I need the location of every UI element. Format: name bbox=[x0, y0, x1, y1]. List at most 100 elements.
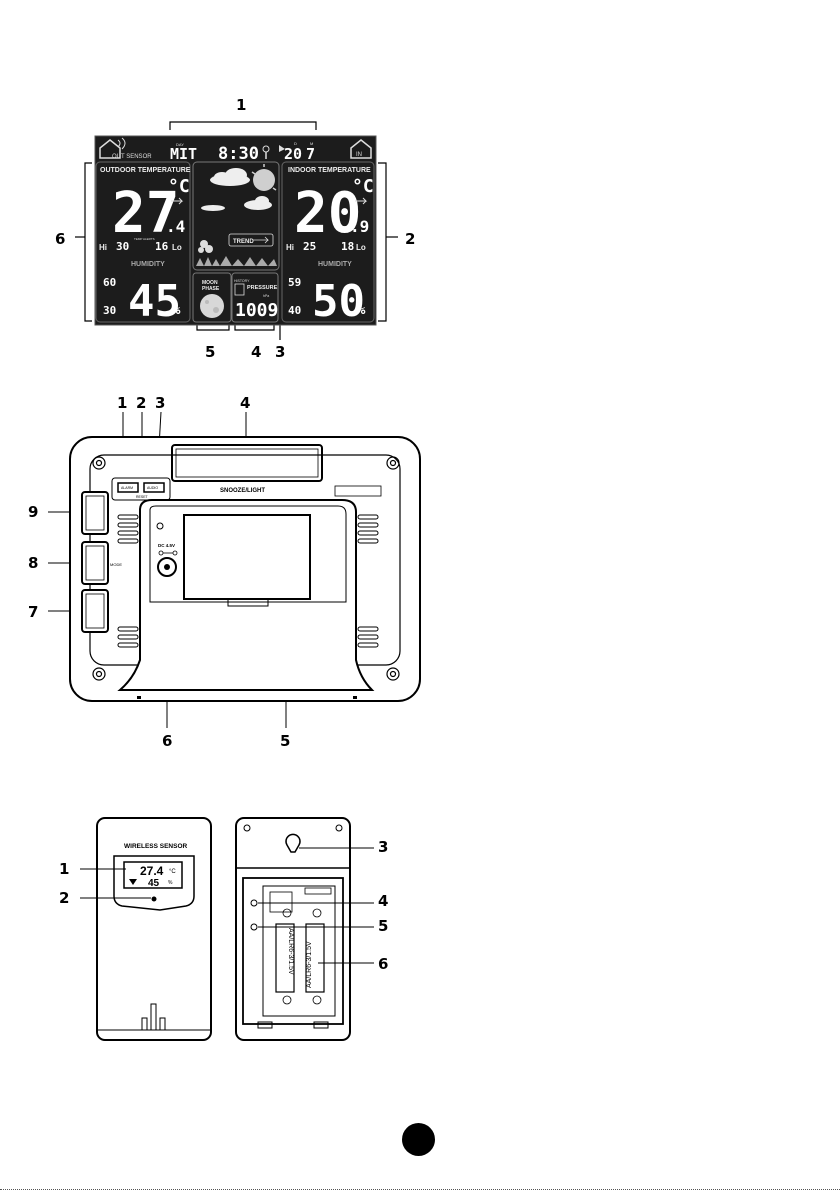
alarm-button bbox=[117, 482, 139, 493]
screw-icons bbox=[92, 456, 400, 681]
outdoor-temp-unit: °C bbox=[168, 176, 190, 197]
outdoor-humidity-label: HUMIDITY bbox=[131, 261, 165, 268]
moon-label-1: MOON bbox=[202, 280, 218, 286]
callout-back-8: 8 bbox=[28, 554, 39, 572]
alarm-audio-group bbox=[111, 477, 171, 501]
page-bottom-edge bbox=[0, 1189, 840, 1190]
dc-label: DC 4.5V bbox=[158, 543, 175, 548]
pressure-value: 1009 bbox=[235, 300, 278, 321]
clock-time: 8:30 bbox=[218, 144, 259, 164]
outdoor-temp-dec: .4 bbox=[166, 217, 185, 236]
audio-label: AUDIO bbox=[147, 486, 158, 490]
signal-icon bbox=[129, 879, 137, 885]
indoor-humidity-label: HUMIDITY bbox=[318, 261, 352, 268]
trend-label: TREND bbox=[233, 239, 254, 245]
trend-box bbox=[228, 233, 274, 247]
callout-back-4: 4 bbox=[240, 394, 251, 412]
pressure-unit: hPa bbox=[263, 294, 269, 298]
callout-back-5: 5 bbox=[280, 732, 291, 750]
battery-cell-2 bbox=[305, 923, 325, 993]
up-button bbox=[81, 491, 109, 535]
pressure-panel bbox=[231, 272, 279, 323]
channel-switch-icon bbox=[250, 899, 258, 907]
outdoor-lo-label: Lo bbox=[172, 243, 182, 252]
battery-label-2: AA/LR6-3/1.5V bbox=[306, 941, 313, 988]
page-number-dot bbox=[402, 1123, 435, 1156]
indoor-title: INDOOR TEMPERATURE bbox=[288, 167, 371, 174]
date-m-tag: M bbox=[310, 141, 313, 146]
sensor-front-housing bbox=[96, 817, 212, 1041]
callout-display-1: 1 bbox=[236, 96, 247, 114]
callout-sensor-1: 1 bbox=[59, 860, 70, 878]
mode-button bbox=[81, 541, 109, 585]
polarity-icon bbox=[158, 550, 178, 556]
outdoor-percent: % bbox=[172, 302, 181, 318]
sensor-hum-unit: % bbox=[168, 880, 173, 886]
outdoor-hi-label: Hi bbox=[99, 243, 107, 252]
callout-back-7: 7 bbox=[28, 603, 39, 621]
callout-back-6: 6 bbox=[162, 732, 173, 750]
out-sensor-label: OUT SENSOR bbox=[112, 154, 152, 160]
indoor-lo-value: 18 bbox=[341, 240, 354, 253]
indoor-temp-unit: °C bbox=[352, 176, 374, 197]
sensor-figure: WIRELESS SENSOR 27.4 °C 45 % AA/LR6-3/1.… bbox=[80, 817, 374, 1041]
history-icon bbox=[234, 283, 245, 296]
callout-back-2: 2 bbox=[136, 394, 147, 412]
battery-label-1: AA/LR6-3/1.5V bbox=[287, 928, 294, 975]
indoor-humidity-value: 50 bbox=[312, 276, 365, 327]
snooze-light-button bbox=[171, 444, 323, 482]
mode-label: MODE bbox=[110, 562, 122, 567]
callout-display-4: 4 bbox=[251, 343, 262, 361]
led-indicator bbox=[151, 896, 157, 902]
outdoor-lo-value: 16 bbox=[155, 240, 169, 253]
date-d-tag: D bbox=[294, 141, 297, 146]
out-sensor-icon bbox=[99, 137, 126, 159]
in-label: IN bbox=[356, 152, 362, 158]
reset-label: RESET bbox=[136, 495, 149, 499]
pressure-label: PRESSURE bbox=[247, 285, 278, 291]
indoor-hi-value: 25 bbox=[303, 240, 316, 253]
day-tag: DAY bbox=[176, 142, 184, 147]
sensor-temp: 27.4 bbox=[140, 864, 164, 878]
indoor-panel bbox=[281, 161, 375, 323]
cloud-icon bbox=[201, 168, 272, 211]
moon-icon bbox=[200, 294, 224, 318]
alarm-label: ALARM bbox=[121, 486, 133, 490]
callout-back-3: 3 bbox=[155, 394, 166, 412]
callout-sensor-2: 2 bbox=[59, 889, 70, 907]
indoor-hi-label: Hi bbox=[286, 243, 294, 252]
temp-alerts-label: TEMP ALERTS bbox=[134, 237, 155, 241]
display-figure: OUT SENSOR DAY MIT 8:30 D M 20 7 IN OUTD… bbox=[75, 121, 398, 340]
indoor-house-icon bbox=[350, 139, 372, 159]
outdoor-hi-value: 30 bbox=[116, 240, 129, 253]
callout-sensor-3: 3 bbox=[378, 838, 389, 856]
outdoor-panel bbox=[95, 161, 191, 323]
sun-icon bbox=[251, 164, 277, 191]
callout-sensor-5: 5 bbox=[378, 917, 389, 935]
reset-hole bbox=[250, 923, 258, 931]
radio-signal-icon bbox=[262, 145, 270, 159]
battery-compartment bbox=[242, 877, 344, 1025]
moon-label-2: PHASE bbox=[202, 286, 220, 292]
callout-back-1: 1 bbox=[117, 394, 128, 412]
pressure-history-label: HISTORY bbox=[234, 279, 250, 283]
indoor-lo-label: Lo bbox=[356, 243, 366, 252]
callout-sensor-4: 4 bbox=[378, 892, 389, 910]
back-figure: SNOOZE/LIGHT ALARM AUDIO RESET MODE DC 4… bbox=[48, 411, 421, 728]
forecast-panel bbox=[192, 161, 280, 271]
outdoor-hum-hi: 60 bbox=[103, 276, 116, 289]
down-button bbox=[81, 589, 109, 633]
indoor-hum-lo: 40 bbox=[288, 304, 301, 317]
callout-display-6: 6 bbox=[55, 230, 66, 248]
audio-button bbox=[143, 482, 165, 493]
callout-display-2: 2 bbox=[405, 230, 416, 248]
date-day: 20 bbox=[284, 145, 302, 163]
callout-display-5: 5 bbox=[205, 343, 216, 361]
battery-compartment-door bbox=[183, 514, 311, 600]
sensor-humidity: 45 bbox=[148, 878, 160, 889]
outdoor-humidity-value: 45 bbox=[128, 276, 181, 327]
battery-cell-1 bbox=[275, 923, 295, 993]
sensor-feet bbox=[141, 1003, 166, 1031]
callout-sensor-6: 6 bbox=[378, 955, 389, 973]
indoor-percent: % bbox=[357, 302, 366, 318]
